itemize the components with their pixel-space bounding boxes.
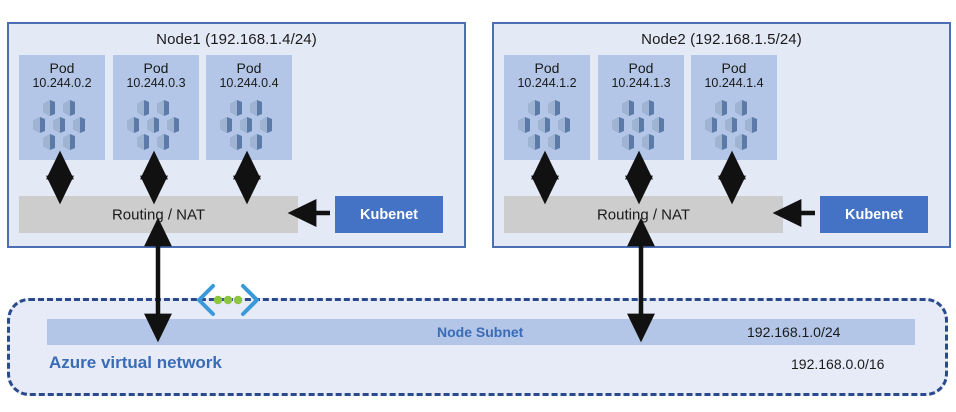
kubenet-label: Kubenet: [360, 206, 418, 223]
azure-virtual-network-box: Node Subnet 192.168.1.0/24 Azure virtual…: [7, 298, 948, 396]
container-cluster-icon: [217, 99, 281, 156]
kubenet-box-node1: Kubenet: [335, 196, 443, 233]
node-panel-node2: Node2 (192.168.1.5/24) Pod 10.244.1.2: [492, 22, 951, 248]
pod-box-10-244-0-2: Pod 10.244.0.2: [19, 55, 105, 160]
azure-virtual-network-cidr: 192.168.0.0/16: [791, 356, 885, 372]
routing-nat-bar-node1: Routing / NAT: [19, 196, 298, 233]
pod-box-10-244-0-4: Pod 10.244.0.4: [206, 55, 292, 160]
pod-ip: 10.244.1.3: [611, 76, 671, 90]
pod-box-10-244-1-4: Pod 10.244.1.4: [691, 55, 777, 160]
pod-label: Pod: [236, 60, 262, 76]
pod-box-10-244-1-2: Pod 10.244.1.2: [504, 55, 590, 160]
pod-label: Pod: [721, 60, 747, 76]
pod-ip: 10.244.0.3: [126, 76, 186, 90]
pod-ip: 10.244.1.4: [704, 76, 764, 90]
container-cluster-icon: [702, 99, 766, 156]
container-cluster-icon: [30, 99, 94, 156]
pod-box-10-244-0-3: Pod 10.244.0.3: [113, 55, 199, 160]
node-subnet-cidr: 192.168.1.0/24: [747, 324, 841, 340]
node-subnet-bar: Node Subnet 192.168.1.0/24: [47, 319, 915, 345]
code-brackets-dots-icon: [192, 283, 264, 322]
pod-label: Pod: [143, 60, 169, 76]
container-cluster-icon: [124, 99, 188, 156]
azure-virtual-network-title: Azure virtual network: [49, 353, 222, 372]
pod-ip: 10.244.1.2: [517, 76, 577, 90]
pod-label: Pod: [49, 60, 75, 76]
pod-ip: 10.244.0.4: [219, 76, 279, 90]
pod-label: Pod: [534, 60, 560, 76]
node-panel-node1: Node1 (192.168.1.4/24) Pod 10.244.0.2: [7, 22, 466, 248]
container-cluster-icon: [609, 99, 673, 156]
pod-box-10-244-1-3: Pod 10.244.1.3: [598, 55, 684, 160]
node1-title: Node1 (192.168.1.4/24): [156, 31, 317, 48]
node-subnet-label: Node Subnet: [437, 324, 524, 340]
node2-title: Node2 (192.168.1.5/24): [641, 31, 802, 48]
kubenet-box-node2: Kubenet: [820, 196, 928, 233]
pod-ip: 10.244.0.2: [32, 76, 92, 90]
container-cluster-icon: [515, 99, 579, 156]
routing-nat-bar-node2: Routing / NAT: [504, 196, 783, 233]
kubenet-label: Kubenet: [845, 206, 903, 223]
routing-nat-label: Routing / NAT: [596, 206, 691, 223]
routing-nat-label: Routing / NAT: [111, 206, 206, 223]
pod-label: Pod: [628, 60, 654, 76]
